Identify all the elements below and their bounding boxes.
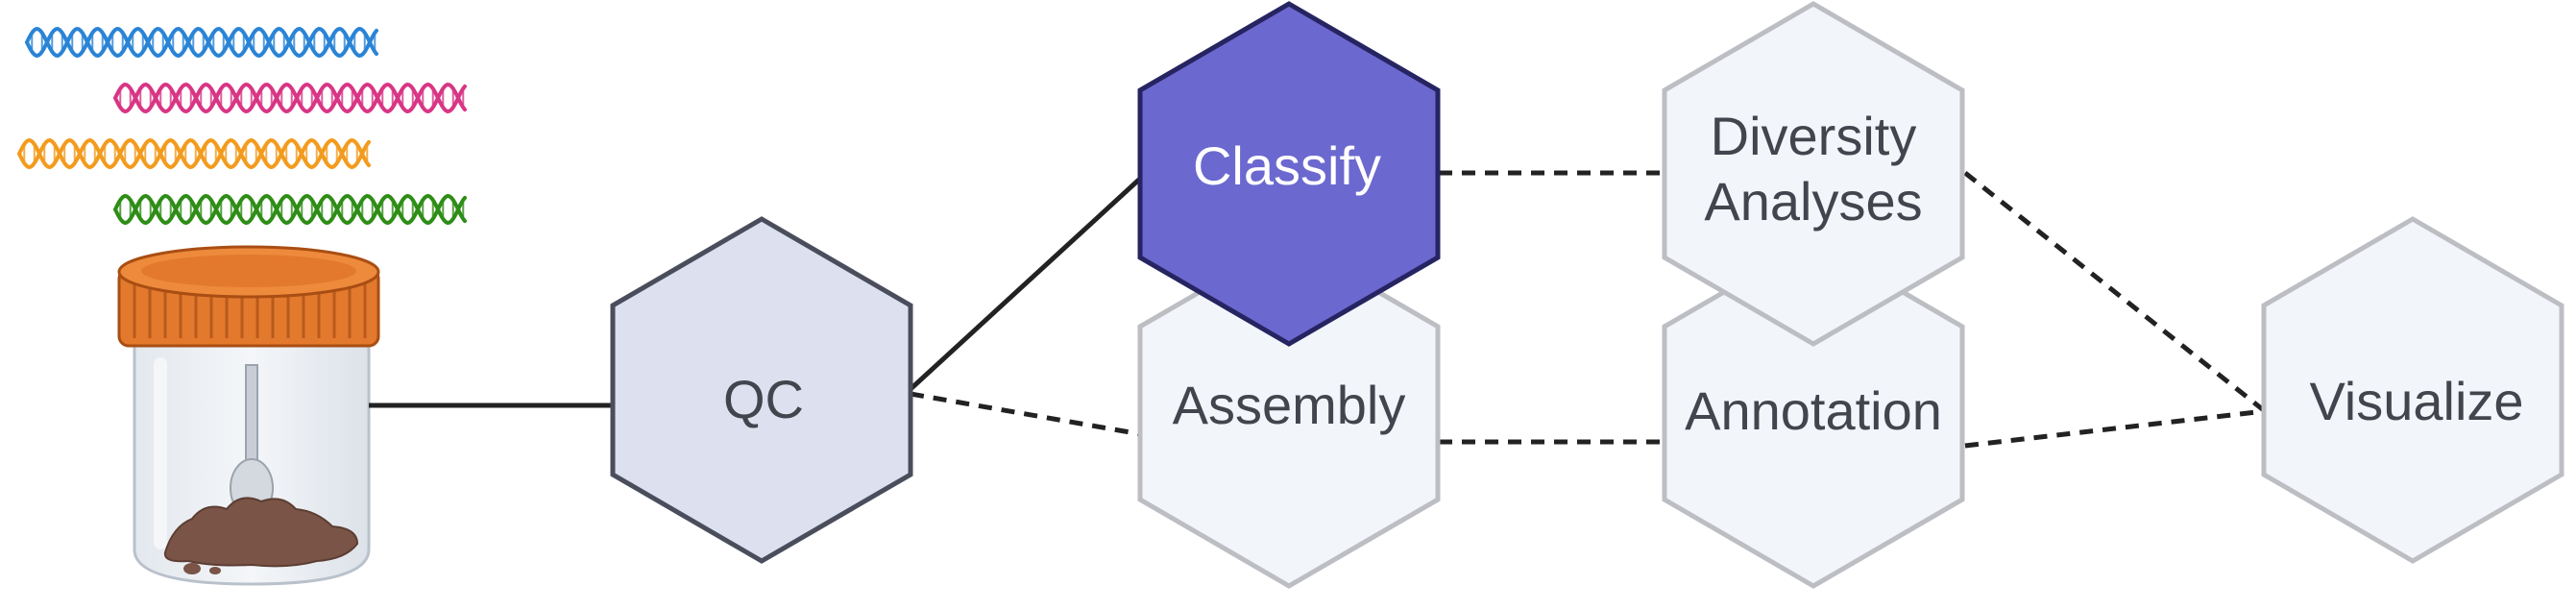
connectors — [369, 170, 2267, 449]
visualize-label: Visualize — [2309, 371, 2523, 431]
dna-strand-icon — [113, 82, 467, 114]
connector-qc-assembly — [910, 391, 1142, 437]
dna-strand-icon — [25, 26, 378, 59]
classify-label: Classify — [1193, 135, 1381, 196]
assembly-label: Assembly — [1173, 375, 1406, 435]
dna-strands — [17, 26, 467, 226]
dna-strand-icon — [17, 137, 371, 170]
sample-jar-icon — [117, 245, 380, 586]
diversity-label-line1: Diversity — [1711, 106, 1917, 166]
annotation-label: Annotation — [1685, 380, 1942, 441]
connector-diversity-visualize — [1963, 171, 2267, 413]
connector-qc-classify — [909, 176, 1143, 391]
visualize-hexagon — [2261, 216, 2564, 564]
dna-strand-icon — [113, 193, 467, 226]
assembly-hexagon — [1137, 237, 1441, 589]
connector-annotation-visualize — [1964, 408, 2266, 449]
classify-hexagon — [1137, 1, 1441, 347]
qc-hexagon — [610, 216, 913, 564]
qc-label: QC — [723, 369, 804, 429]
annotation-hexagon — [1662, 237, 1965, 589]
diversity-hexagon — [1662, 1, 1965, 347]
diversity-label-line2: Analyses — [1704, 171, 1922, 232]
soil-sample — [163, 497, 359, 568]
